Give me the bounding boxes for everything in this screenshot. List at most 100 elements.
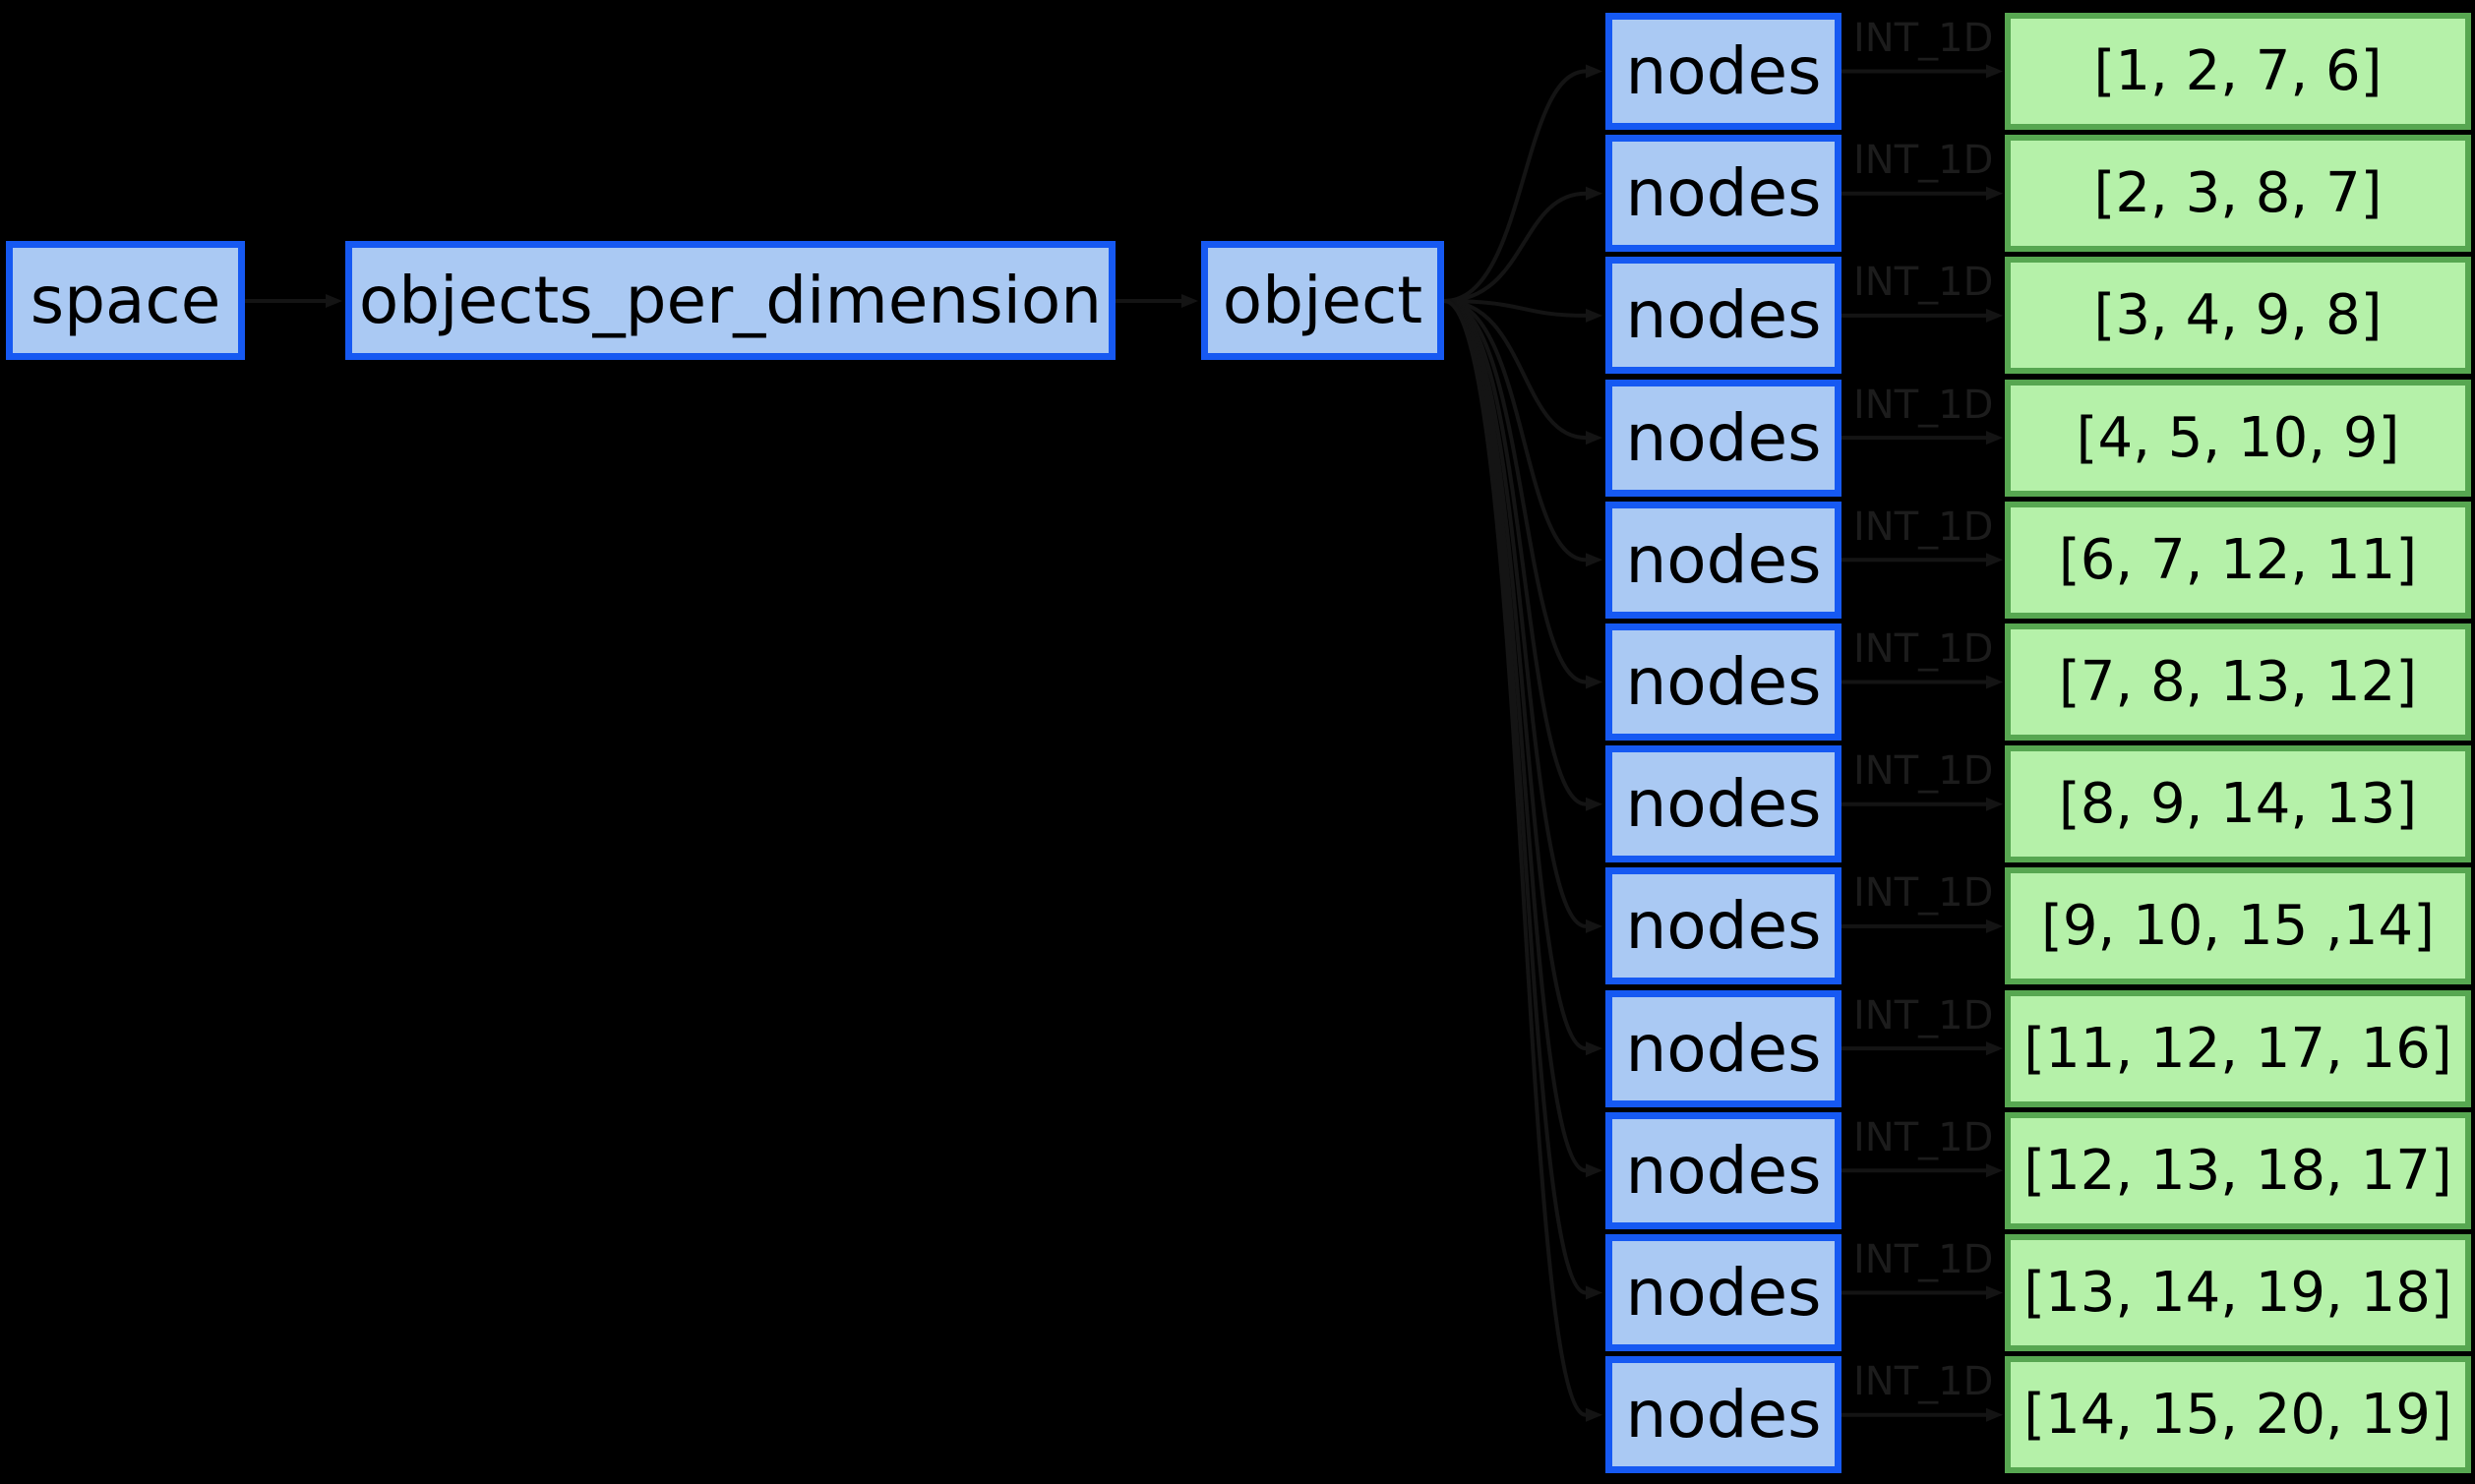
edge-line [1443, 299, 1587, 1417]
edge-label-int-1d: INT_1D [1853, 1359, 1994, 1405]
row: nodes INT_1D [1, 2, 7, 6] [0, 13, 2475, 130]
edge-label-int-1d: INT_1D [1853, 382, 1994, 428]
edge-arrowhead [1986, 1163, 2003, 1178]
edge-arrowhead [1986, 1041, 2003, 1056]
node-nodes-label: nodes [1625, 888, 1822, 965]
edge-label-int-1d: INT_1D [1853, 626, 1994, 672]
node-nodes-label: nodes [1625, 1132, 1822, 1209]
edge-label-int-1d: INT_1D [1853, 1237, 1994, 1282]
node-nodes: nodes [1605, 1111, 1841, 1229]
edge-line [1443, 299, 1587, 318]
edge-arrowhead [1986, 675, 2003, 689]
node-array-value: [14, 15, 20, 19] [2005, 1356, 2471, 1474]
row: nodes INT_1D [11, 12, 17, 16] [0, 989, 2475, 1107]
node-nodes-label: nodes [1625, 644, 1822, 720]
node-nodes-label: nodes [1625, 33, 1822, 109]
row: nodes INT_1D [12, 13, 18, 17] [0, 1111, 2475, 1229]
edge-arrowhead [1586, 431, 1602, 445]
edge-label-int-1d: INT_1D [1853, 16, 1994, 61]
node-array-value: [6, 7, 12, 11] [2005, 501, 2471, 619]
node-objects-per-dimension: objects_per_dimension [345, 241, 1116, 360]
node-nodes: nodes [1605, 1356, 1841, 1474]
node-nodes: nodes [1605, 867, 1841, 985]
edge-label-int-1d: INT_1D [1853, 748, 1994, 795]
edge-arrowhead [1586, 64, 1602, 79]
node-nodes: nodes [1605, 623, 1841, 741]
edge-arrowhead [326, 294, 342, 308]
node-nodes: nodes [1605, 135, 1841, 253]
node-nodes-label: nodes [1625, 399, 1822, 476]
node-nodes: nodes [1605, 989, 1841, 1107]
array-value-label: [12, 13, 18, 17] [2023, 1138, 2452, 1203]
row: nodes INT_1D [7, 8, 13, 12] [0, 623, 2475, 741]
array-value-label: [11, 12, 17, 16] [2023, 1016, 2452, 1081]
edge-line [1443, 299, 1587, 806]
edge-label-int-1d: INT_1D [1853, 138, 1994, 184]
node-array-value: [8, 9, 14, 13] [2005, 745, 2471, 863]
edge-arrowhead [1586, 675, 1602, 689]
node-nodes-label: nodes [1625, 1377, 1822, 1454]
row: nodes INT_1D [4, 5, 10, 9] [0, 379, 2475, 497]
edge-arrowhead [1986, 186, 2003, 201]
edge-line [1443, 191, 1587, 303]
array-value-label: [1, 2, 7, 6] [2093, 39, 2383, 103]
node-array-value: [13, 14, 19, 18] [2005, 1234, 2471, 1351]
node-nodes-label: nodes [1625, 1010, 1822, 1087]
node-nodes-label: nodes [1625, 155, 1822, 232]
array-value-label: [14, 15, 20, 19] [2023, 1383, 2452, 1448]
edge-arrowhead [1586, 1163, 1602, 1178]
edge-line [1443, 299, 1587, 928]
node-array-value: [3, 4, 9, 8] [2005, 257, 2471, 375]
edge-label-int-1d: INT_1D [1853, 504, 1994, 550]
edge-arrowhead [1986, 1285, 2003, 1300]
array-value-label: [6, 7, 12, 11] [2058, 527, 2418, 592]
row: nodes INT_1D [8, 9, 14, 13] [0, 745, 2475, 863]
edge-line [1443, 299, 1587, 441]
edge-arrowhead [1586, 1285, 1602, 1300]
edge-arrowhead [1986, 308, 2003, 323]
node-nodes: nodes [1605, 1234, 1841, 1351]
array-value-label: [9, 10, 15 ,14] [2041, 894, 2435, 959]
edge-arrowhead [1586, 553, 1602, 567]
node-nodes: nodes [1605, 257, 1841, 375]
array-value-label: [2, 3, 8, 7] [2093, 161, 2383, 226]
edge-arrowhead [1586, 1041, 1602, 1056]
array-value-label: [7, 8, 13, 12] [2058, 650, 2418, 714]
edge-line [1443, 299, 1587, 563]
row: nodes INT_1D [9, 10, 15 ,14] [0, 867, 2475, 985]
array-value-label: [4, 5, 10, 9] [2076, 405, 2400, 470]
node-array-value: [7, 8, 13, 12] [2005, 623, 2471, 741]
edge-label-int-1d: INT_1D [1853, 1114, 1994, 1160]
row: nodes INT_1D [6, 7, 12, 11] [0, 501, 2475, 619]
edge-arrowhead [1986, 1407, 2003, 1422]
node-nodes-label: nodes [1625, 1255, 1822, 1331]
node-object: object [1201, 241, 1444, 360]
edge-arrowhead [1986, 431, 2003, 445]
row: nodes INT_1D [14, 15, 20, 19] [0, 1356, 2475, 1474]
node-array-value: [1, 2, 7, 6] [2005, 13, 2471, 130]
edge-label-int-1d: INT_1D [1853, 870, 1994, 917]
edge-arrowhead [1986, 553, 2003, 567]
node-nodes: nodes [1605, 13, 1841, 130]
node-space: space [6, 241, 245, 360]
row: nodes INT_1D [13, 14, 19, 18] [0, 1234, 2475, 1351]
edge-line [1443, 69, 1587, 303]
array-value-label: [3, 4, 9, 8] [2093, 283, 2383, 348]
edge-arrowhead [1586, 308, 1602, 323]
array-value-label: [13, 14, 19, 18] [2023, 1261, 2452, 1325]
node-array-value: [12, 13, 18, 17] [2005, 1111, 2471, 1229]
edge-arrowhead [1986, 64, 2003, 79]
edge-arrowhead [1986, 919, 2003, 933]
node-array-value: [11, 12, 17, 16] [2005, 989, 2471, 1107]
edge-label-int-1d: INT_1D [1853, 260, 1994, 306]
node-space-label: space [30, 263, 221, 338]
edge-label-int-1d: INT_1D [1853, 992, 1994, 1039]
node-nodes-label: nodes [1625, 521, 1822, 598]
edge-arrowhead [1586, 919, 1602, 933]
node-array-value: [2, 3, 8, 7] [2005, 135, 2471, 253]
edge-arrowhead [1586, 1407, 1602, 1422]
edge-arrowhead [1986, 797, 2003, 811]
edge-line [1443, 299, 1587, 684]
